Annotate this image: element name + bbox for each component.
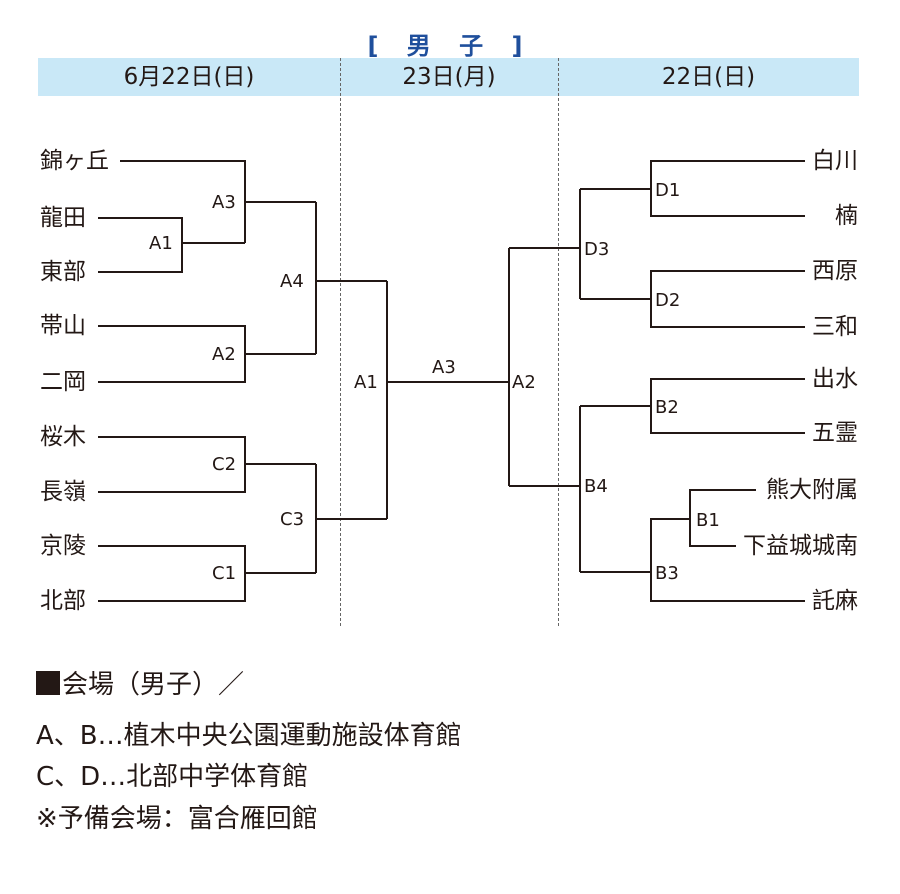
team-right-5: 出水 xyxy=(812,366,858,392)
match-label-left-a3: A3 xyxy=(212,192,236,213)
team-left-8: 京陵 xyxy=(40,533,86,559)
venue-cd: C、D…北部中学体育館 xyxy=(36,762,309,792)
team-right-8: 下益城城南 xyxy=(743,533,858,559)
match-label-center-a1: A1 xyxy=(354,372,378,393)
venue-ab: A、B…植木中央公園運動施設体育館 xyxy=(36,721,462,751)
team-left-9: 北部 xyxy=(40,588,86,614)
match-label-left-a2: A2 xyxy=(212,344,236,365)
team-left-5: 二岡 xyxy=(40,369,86,395)
match-label-right-d3: D3 xyxy=(584,239,610,260)
match-label-right-b2: B2 xyxy=(655,397,679,418)
match-label-right-b1: B1 xyxy=(696,510,720,531)
venue-spare: ※予備会場：富合雁回館 xyxy=(36,804,318,834)
day-header-bar xyxy=(38,58,859,96)
team-right-3: 西原 xyxy=(812,258,858,284)
day-divider-1 xyxy=(340,58,341,626)
match-label-right-d2: D2 xyxy=(655,290,681,311)
match-label-left-c2: C2 xyxy=(212,454,237,475)
match-label-final-a3: A3 xyxy=(432,357,456,378)
team-left-1: 錦ヶ丘 xyxy=(40,148,109,174)
match-label-right-b3: B3 xyxy=(655,563,679,584)
day-header-2: 23日(月) xyxy=(402,64,496,90)
team-left-6: 桜木 xyxy=(40,424,86,450)
match-label-center-a2: A2 xyxy=(512,372,536,393)
match-label-right-d1: D1 xyxy=(655,180,681,201)
team-left-7: 長嶺 xyxy=(40,479,86,505)
team-right-1: 白川 xyxy=(812,148,858,174)
team-right-2: 楠 xyxy=(835,203,858,229)
bracket-title: [ 男 子 ] xyxy=(367,32,533,60)
team-left-3: 東部 xyxy=(40,259,86,285)
team-right-9: 託麻 xyxy=(812,588,858,614)
team-right-7: 熊大附属 xyxy=(766,477,858,503)
venue-header: 会場（男子）／ xyxy=(36,670,244,700)
match-label-left-c3: C3 xyxy=(280,509,305,530)
day-divider-2 xyxy=(558,58,559,626)
match-label-left-a1: A1 xyxy=(149,233,173,254)
day-header-3: 22日(日) xyxy=(661,64,756,90)
venue-header-text: 会場（男子）／ xyxy=(62,670,245,700)
match-label-right-b4: B4 xyxy=(584,476,608,497)
team-right-4: 三和 xyxy=(812,314,858,340)
team-left-2: 龍田 xyxy=(40,205,86,231)
match-label-left-c1: C1 xyxy=(212,563,237,584)
black-square-icon xyxy=(36,671,60,695)
team-left-4: 帯山 xyxy=(40,313,86,339)
match-label-left-a4: A4 xyxy=(280,271,304,292)
team-right-6: 五霊 xyxy=(812,420,858,446)
day-header-1: 6月22日(日) xyxy=(123,64,255,90)
